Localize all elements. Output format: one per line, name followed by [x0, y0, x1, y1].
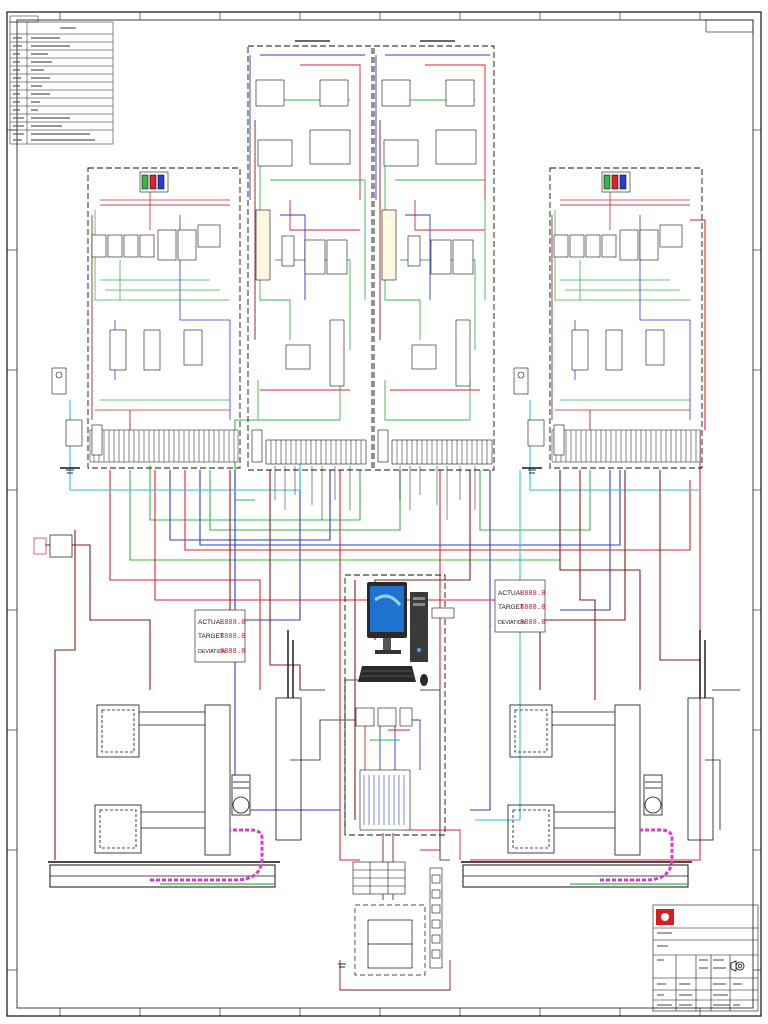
left-panel-fuse: [139, 171, 169, 193]
right-terminal-strip: [551, 429, 701, 463]
right-display-value-deviation: 8888.8: [520, 618, 545, 626]
right-display-value-target: 8888.8: [520, 603, 545, 611]
center-left-cabinet: [247, 40, 373, 520]
ground-symbols: [66, 469, 536, 968]
io-table: [352, 861, 406, 895]
center-right-cabinet: [373, 40, 495, 520]
left-panel-relays: [91, 224, 221, 371]
valve-strip: [429, 867, 443, 969]
right-deviation-display: ACTUAL 8888.8 TARGET 8888.8 DEVIATION 88…: [494, 579, 546, 633]
mouse-icon: [420, 674, 428, 686]
left-machine: [48, 630, 325, 888]
right-display-label-actual: ACTUAL: [498, 590, 524, 597]
motor-icon: [231, 774, 251, 816]
right-display-value-actual: 8888.8: [520, 589, 545, 597]
sheet-frame: [6, 11, 762, 1017]
left-panel-sensor: [51, 367, 103, 469]
left-display-label-actual: ACTUAL: [198, 619, 224, 626]
left-display-value-actual: 8888.8: [220, 618, 245, 626]
pendant-switch: [33, 534, 73, 558]
projection-symbol-icon: [730, 960, 745, 972]
left-display-value-target: 8888.8: [220, 632, 245, 640]
right-display-label-deviation: DEVIATION: [498, 620, 526, 626]
right-panel-relays: [553, 224, 683, 371]
right-panel-sensor: [513, 367, 565, 469]
left-deviation-display: ACTUAL 8888.8 TARGET 8888.8 DEVIATION 88…: [194, 609, 246, 663]
left-display-label-deviation: DEVIATION: [198, 649, 226, 655]
left-cable-chain: [150, 828, 264, 882]
right-cable-chain: [600, 828, 674, 882]
right-machine: [461, 630, 740, 888]
company-logo-icon: [656, 909, 674, 925]
left-terminal-strip: [89, 429, 239, 463]
left-display-value-deviation: 8888.8: [220, 647, 245, 655]
right-display-label-target: TARGET: [498, 604, 524, 611]
keyboard-icon: [358, 666, 416, 682]
computer-monitor-icon: [367, 582, 407, 654]
right-panel-fuse: [601, 171, 631, 193]
computer-cabinet: [344, 574, 455, 836]
right-control-panel: [513, 167, 703, 469]
left-control-panel: [51, 167, 241, 469]
left-display-label-target: TARGET: [198, 633, 224, 640]
pc-interface-box: [431, 607, 455, 619]
motor-icon: [643, 774, 663, 816]
pump-unit: [354, 904, 426, 976]
wire-legend-table: [9, 15, 114, 145]
pc-tower-icon: [410, 592, 428, 662]
title-block: [652, 904, 759, 1012]
